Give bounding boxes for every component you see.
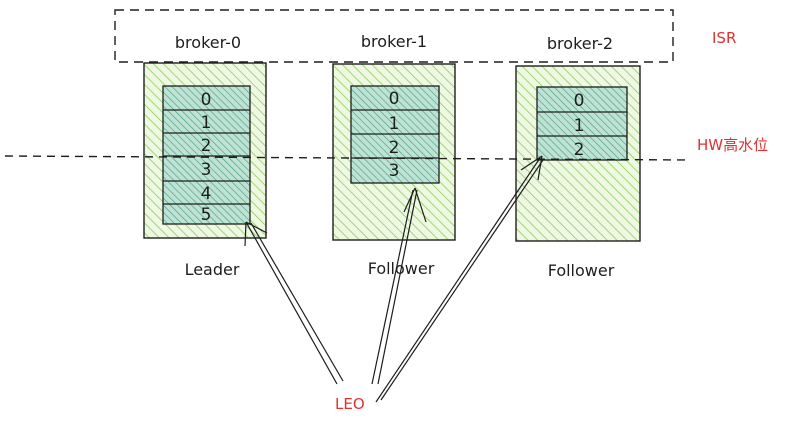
broker-0-box: 0 1 2 3 4 5 [143, 62, 267, 239]
broker-0-log [162, 85, 251, 225]
broker-0-name: broker-0 [175, 33, 241, 52]
leo-arrow-broker-0 [244, 221, 344, 385]
broker-0-offset: 3 [201, 160, 212, 180]
broker-0-offset: 0 [201, 90, 212, 110]
broker-2-log [536, 86, 628, 161]
broker-2-offset: 1 [574, 116, 585, 136]
broker-1-offset: 2 [389, 138, 400, 158]
leo-label: LEO [335, 395, 365, 413]
isr-label: ISR [712, 29, 736, 47]
broker-2-box: 0 1 2 [515, 65, 641, 242]
broker-1-offset: 1 [389, 114, 400, 134]
broker-0-offset: 2 [201, 136, 212, 156]
broker-2-name: broker-2 [547, 34, 613, 53]
broker-1-box: 0 1 2 3 [332, 63, 456, 241]
leo-arrow-broker-2 [375, 155, 544, 403]
isr-group-box [114, 9, 674, 63]
broker-2-role: Follower [548, 261, 615, 280]
broker-2-offset: 0 [574, 91, 585, 111]
broker-1-offset: 0 [389, 89, 400, 109]
broker-2-offset: 2 [574, 140, 585, 160]
leo-arrow-broker-1 [371, 187, 427, 385]
broker-1-name: broker-1 [361, 32, 427, 51]
hw-label: HW高水位 [697, 136, 768, 154]
broker-0-offset: 1 [201, 113, 212, 133]
hw-line [4, 155, 691, 161]
broker-0-offset: 5 [201, 205, 212, 225]
broker-0-role: Leader [185, 260, 240, 279]
broker-0-offset: 4 [201, 184, 212, 204]
broker-1-offset: 3 [389, 161, 400, 181]
